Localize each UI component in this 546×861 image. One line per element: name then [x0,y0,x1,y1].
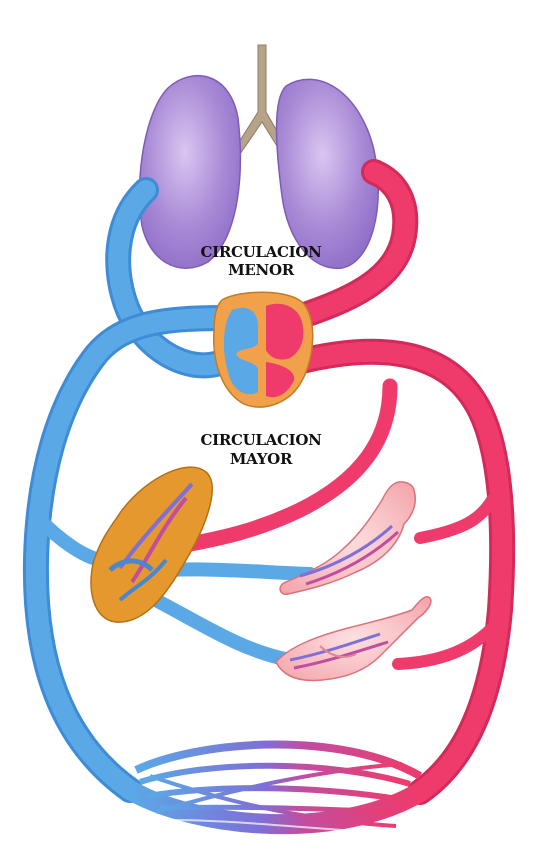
heart-icon [213,291,314,408]
lungs-icon [138,74,380,269]
capillary-bed-icon [120,740,430,835]
trachea [233,44,289,155]
heart-right-side [223,307,258,395]
minor-circulation-label-line1: CIRCULACION [200,243,322,261]
intestine-icon [275,596,432,682]
heart-left-side [266,303,304,360]
stomach-icon [279,481,416,595]
left-lung [138,74,242,269]
pulmonary-vessels [105,159,419,379]
minor-circulation-label-line2: MENOR [228,261,295,279]
liver-icon [90,466,213,623]
major-circulation-label-line1: CIRCULACION [200,431,322,449]
right-lung [275,78,380,269]
systemic-arteries [172,338,516,805]
major-circulation-label-line2: MAYOR [230,450,293,468]
